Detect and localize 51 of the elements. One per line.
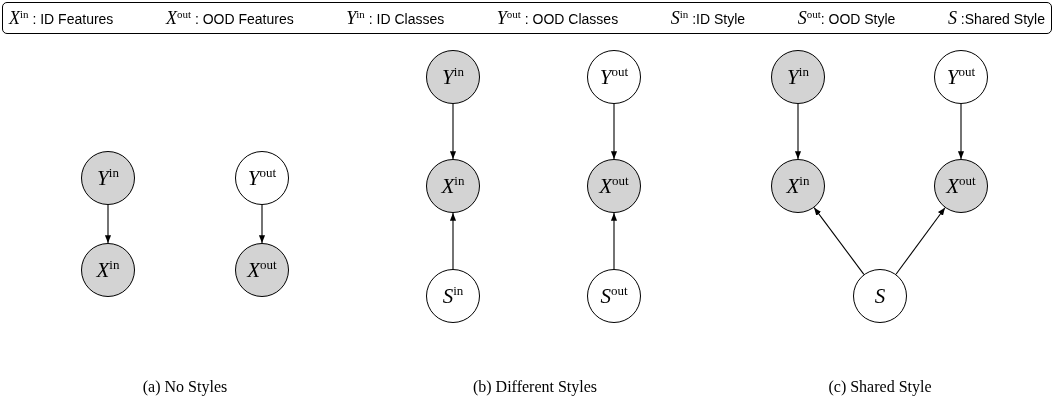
variable-label: X$^{out}$ [247, 257, 277, 283]
arrow [104, 204, 112, 244]
variable-circle [587, 50, 641, 104]
variable-label: Y$^{out}$ [247, 165, 277, 191]
variable-circle [235, 243, 289, 297]
variable-label: S$^{out}$ [600, 283, 628, 309]
variable-circle [426, 269, 480, 323]
panel-caption: (a) No Styles [142, 378, 228, 396]
variable-label: Y$^{in}$ [442, 64, 464, 90]
arrow [610, 103, 618, 160]
variable-circle [426, 159, 480, 213]
variable-label: S$^{in}$ [442, 283, 464, 309]
variable-label: X$^{out}$ [599, 173, 629, 199]
panel-caption: (b) Different Styles [472, 378, 598, 396]
variable-label: Y$^{in}$ [787, 64, 809, 90]
panel-caption: (c) Shared Style [828, 378, 932, 396]
variable-circle [771, 50, 825, 104]
legend-entry: X$^{out}$ : OOD Features [165, 7, 294, 29]
variable-label: Y$^{out}$ [599, 64, 629, 90]
variable-label: Y$^{out}$ [946, 64, 976, 90]
variable-circle [771, 159, 825, 213]
variable-label: X$^{in}$ [441, 173, 465, 199]
legend-entry: S$^{in}$ :ID Style [670, 7, 746, 29]
variable-circle [853, 269, 907, 323]
legend-entry: Y$^{out}$ : OOD Classes [496, 7, 619, 29]
arrow [794, 103, 802, 160]
arrow [813, 207, 865, 275]
arrow [449, 212, 457, 270]
arrow [449, 103, 457, 160]
arrow [895, 207, 946, 275]
variable-label: X$^{in}$ [786, 173, 810, 199]
legend-box [2, 2, 1052, 34]
legend-entry: S$^{out}$: OOD Style [797, 7, 896, 29]
legend-entry: S :Shared Style [948, 7, 1045, 29]
legend-entry: Y$^{in}$ : ID Classes [346, 7, 445, 29]
variable-circle [934, 159, 988, 213]
variable-label: X$^{in}$ [96, 257, 120, 283]
variable-circle [587, 159, 641, 213]
variable-label: Y$^{in}$ [97, 165, 119, 191]
variable-circle [81, 243, 135, 297]
arrow [258, 204, 266, 244]
arrow [957, 103, 965, 160]
legend-entry: X$^{in}$ : ID Features [9, 7, 114, 29]
arrow [610, 212, 618, 270]
variable-circle [426, 50, 480, 104]
variable-label: S [874, 283, 886, 309]
variable-circle [81, 151, 135, 205]
variable-circle [587, 269, 641, 323]
variable-label: X$^{out}$ [946, 173, 976, 199]
variable-circle [934, 50, 988, 104]
variable-circle [235, 151, 289, 205]
